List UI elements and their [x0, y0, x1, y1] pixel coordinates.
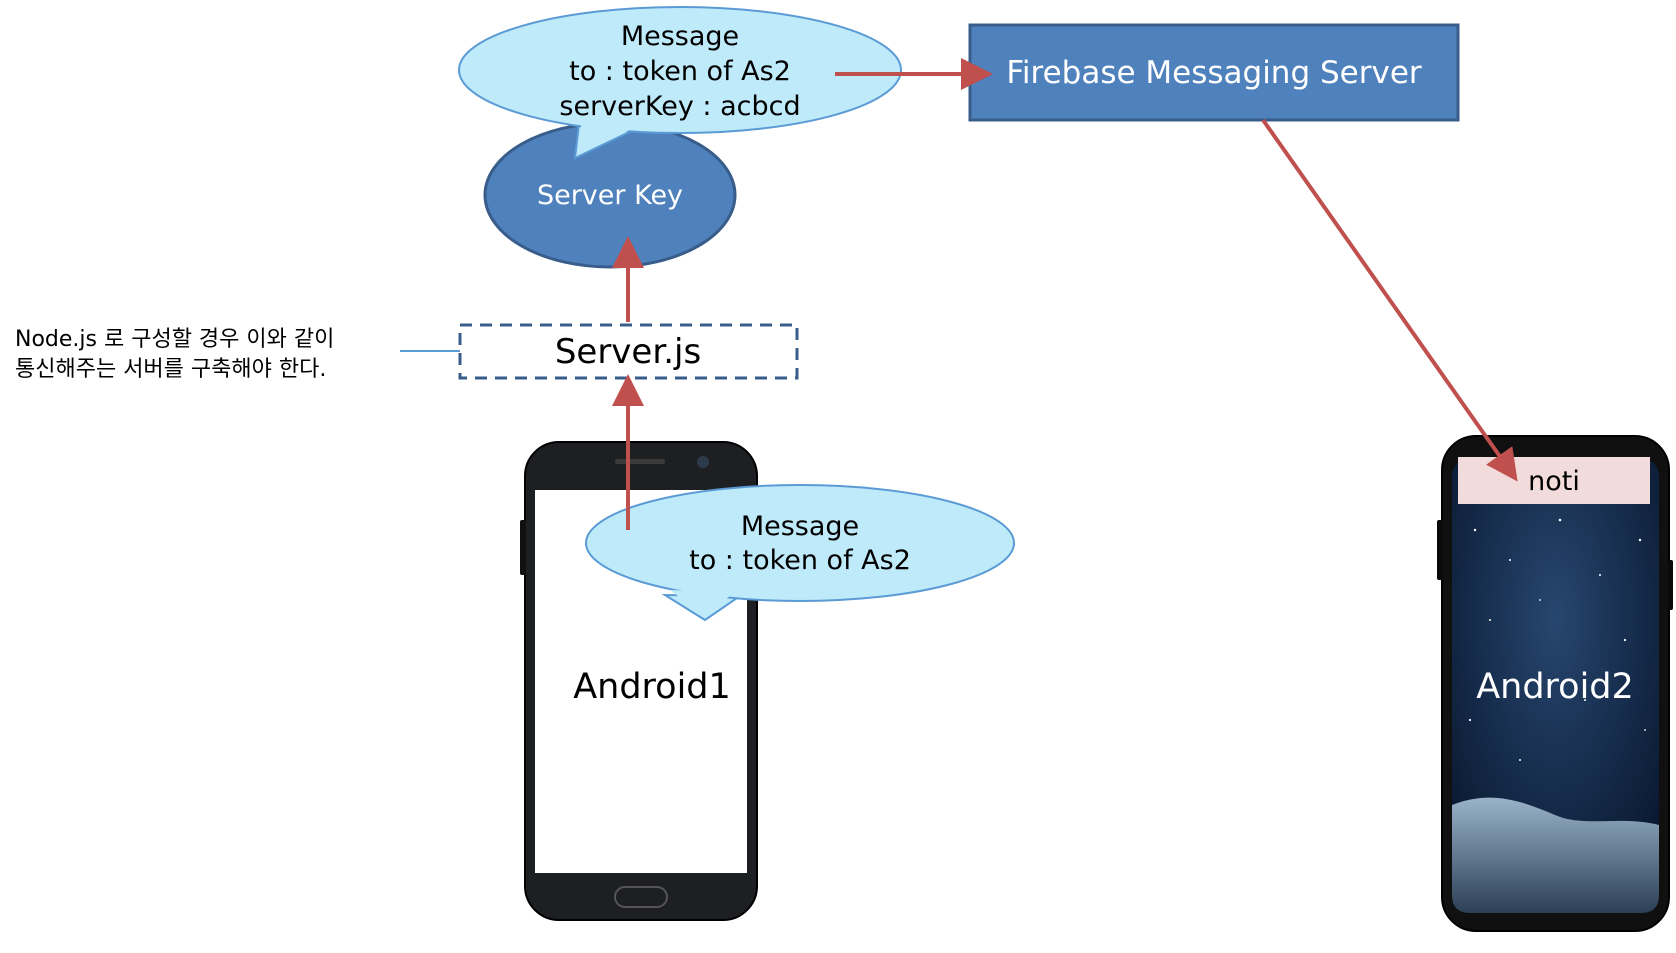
firebase-server-box: Firebase Messaging Server [968, 23, 1460, 122]
nodejs-annotation: Node.js 로 구성할 경우 이와 같이 통신해주는 서버를 구축해야 한다… [15, 327, 460, 382]
top-bubble-line1: Message [621, 21, 739, 52]
server-js-label: Server.js [555, 332, 701, 372]
arrow-firebase-to-android2 [1261, 118, 1518, 482]
server-key-node: Server Key [483, 121, 737, 269]
wallpaper-mountain [1452, 797, 1659, 913]
android2-label: Android2 [1476, 667, 1634, 707]
top-message-bubble: Message to : token of As2 serverKey : ac… [458, 6, 902, 160]
speaker-grille [615, 459, 665, 464]
phone1-bubble-line2: to : token of As2 [689, 545, 911, 576]
side-button [1437, 520, 1443, 580]
android1-label: Android1 [573, 667, 731, 707]
annotation-line1: Node.js 로 구성할 경우 이와 같이 [15, 327, 334, 352]
server-js-box: Server.js [458, 323, 799, 380]
front-camera-icon [697, 456, 709, 468]
phone1-bubble-line1: Message [741, 511, 859, 542]
phone1-message-bubble: Message to : token of As2 [585, 484, 1015, 622]
annotation-line2: 통신해주는 서버를 구축해야 한다. [15, 357, 326, 382]
wallpaper-stars [1468, 518, 1646, 761]
firebase-server-label: Firebase Messaging Server [1006, 55, 1422, 91]
home-button [614, 886, 668, 908]
power-button [1668, 560, 1673, 610]
android2-phone: noti Android2 [1437, 435, 1673, 932]
server-key-label: Server Key [537, 180, 683, 211]
volume-button [520, 520, 526, 575]
top-bubble-line3: serverKey : acbcd [559, 91, 800, 122]
top-bubble-line2: to : token of As2 [569, 56, 791, 87]
flow-arrows [612, 58, 1518, 530]
notification-label: noti [1528, 466, 1580, 497]
